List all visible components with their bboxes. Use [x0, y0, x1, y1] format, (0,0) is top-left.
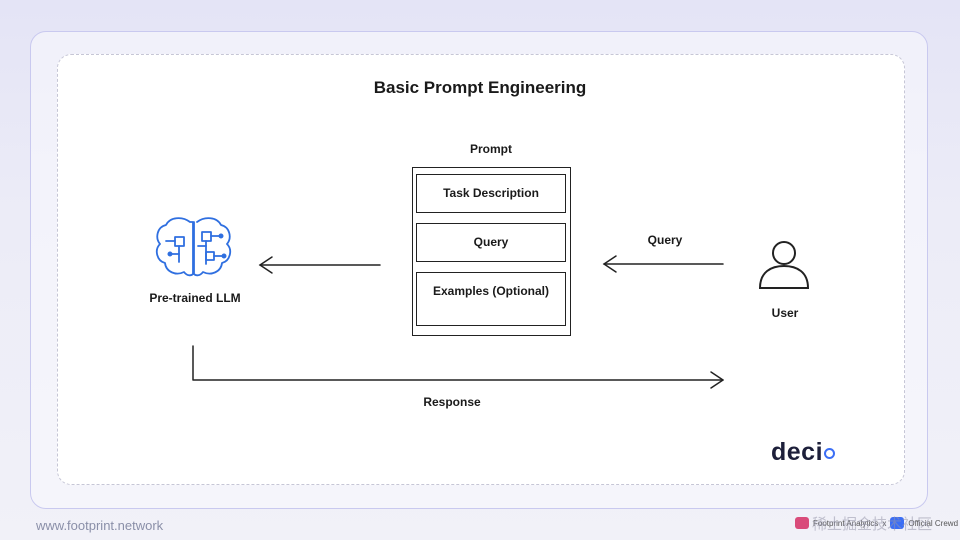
arrow-response — [192, 345, 724, 389]
partner-separator: x — [882, 518, 887, 528]
deci-logo-dot — [824, 448, 836, 459]
prompt-item-query: Query — [416, 223, 566, 262]
arrow-prompt-to-llm — [258, 256, 381, 274]
response-label: Response — [423, 395, 481, 409]
user-icon — [758, 241, 810, 289]
footer-partner-logos: Footprint Analytics x Official Crewd — [795, 517, 958, 529]
prompt-label: Prompt — [470, 142, 512, 156]
footprint-logo-icon — [795, 517, 809, 529]
prompt-item-task-description: Task Description — [416, 174, 566, 213]
deci-logo-text: deci — [771, 438, 824, 466]
arrow-user-to-prompt — [602, 255, 724, 273]
diagram-title: Basic Prompt Engineering — [373, 78, 587, 97]
watermark: 稀土掘金技术社区 — [812, 516, 933, 533]
partner-name-2: Official Crewd — [908, 518, 959, 528]
user-label: User — [771, 306, 799, 320]
footer-website: www.footprint.network — [36, 518, 164, 533]
prompt-box: Task Description Query Examples (Optiona… — [412, 167, 571, 336]
deci-logo: deci — [771, 438, 836, 467]
query-label: Query — [647, 233, 683, 247]
prompt-item-examples: Examples (Optional) — [416, 272, 566, 326]
crewd-logo-icon — [890, 517, 905, 529]
brain-circuit-icon — [155, 217, 232, 277]
llm-label: Pre-trained LLM — [149, 291, 241, 305]
partner-name: Footprint Analytics — [813, 518, 879, 528]
